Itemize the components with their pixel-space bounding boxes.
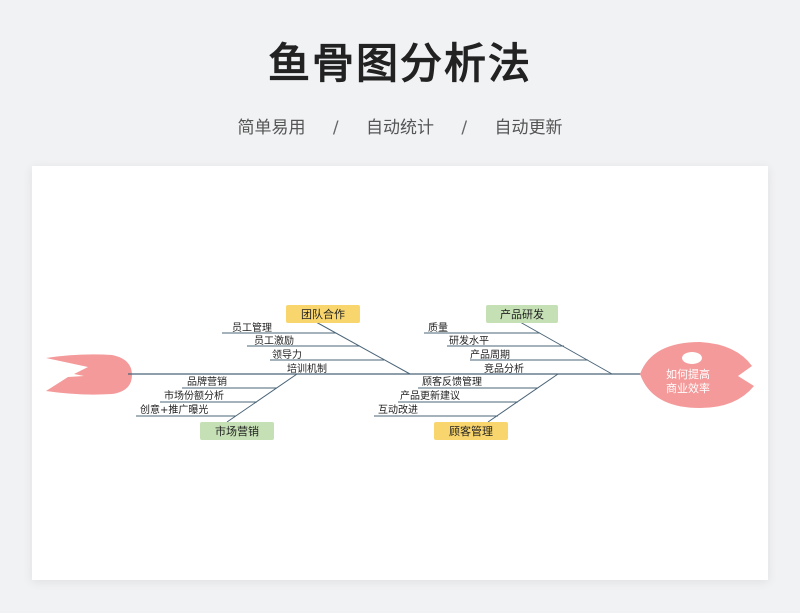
bone-team xyxy=(315,321,411,375)
separator: / xyxy=(461,118,468,138)
category-label-team: 团队合作 xyxy=(301,307,345,321)
cause-label: 创意+推广曝光 xyxy=(140,403,208,416)
cause-label: 产品周期 xyxy=(470,348,510,361)
cause-label: 竞品分析 xyxy=(484,362,524,375)
bone-marketing xyxy=(226,373,298,423)
cause-label: 员工管理 xyxy=(232,321,272,334)
bone-customer xyxy=(487,373,559,423)
cause-label: 互动改进 xyxy=(378,403,418,416)
category-box-customer xyxy=(434,422,508,440)
cause-label: 品牌营销 xyxy=(187,375,227,388)
category-box-marketing xyxy=(200,422,274,440)
feature-auto-stats: 自动统计 xyxy=(366,118,434,138)
category-label-customer: 顾客管理 xyxy=(449,424,493,438)
cause-label: 顾客反馈管理 xyxy=(422,375,482,388)
cause-label: 市场份额分析 xyxy=(164,389,224,402)
fish-head xyxy=(640,342,754,408)
cause-label: 领导力 xyxy=(272,348,302,361)
bone-product xyxy=(519,321,613,375)
page-title: 鱼骨图分析法 xyxy=(267,39,532,88)
category-label-product: 产品研发 xyxy=(500,307,544,321)
category-box-product xyxy=(486,305,558,323)
fishbone-diagram: 如何提高 商业效率 员工管理 员工激励 领导力 培训机制 质量 研发水平 产品周… xyxy=(46,305,754,440)
cause-label: 产品更新建议 xyxy=(400,389,460,402)
category-box-team xyxy=(286,305,360,323)
fish-head-text: 商业效率 xyxy=(666,381,710,395)
feature-easy: 简单易用 xyxy=(237,118,306,138)
cause-label: 员工激励 xyxy=(254,334,294,347)
fish-tail xyxy=(46,354,132,395)
fish-eye xyxy=(682,352,702,364)
fish-head-text: 如何提高 xyxy=(666,367,710,381)
cause-label: 质量 xyxy=(428,322,448,334)
feature-auto-update: 自动更新 xyxy=(494,118,563,138)
diagram-card: 如何提高 商业效率 员工管理 员工激励 领导力 培训机制 质量 研发水平 产品周… xyxy=(32,166,768,580)
cause-label: 研发水平 xyxy=(449,334,489,347)
cause-label: 培训机制 xyxy=(287,362,327,375)
feature-tagline: 简单易用 / 自动统计 / 自动更新 xyxy=(0,113,800,138)
separator: / xyxy=(332,118,339,138)
category-label-marketing: 市场营销 xyxy=(215,424,259,438)
